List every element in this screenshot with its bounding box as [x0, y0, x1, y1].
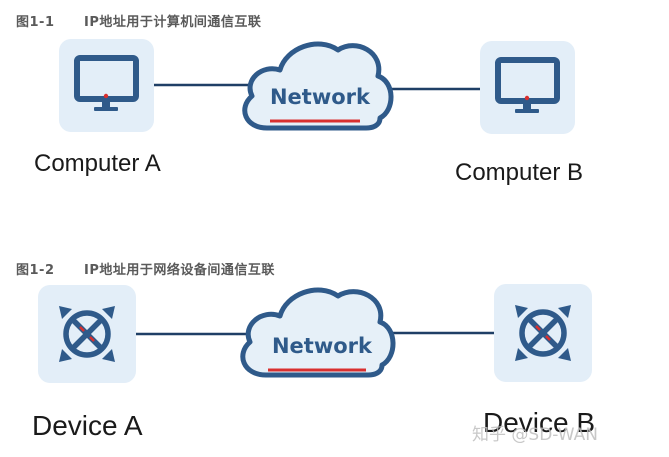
figure-2: Network [38, 284, 592, 383]
network-cloud-1: Network [242, 41, 394, 131]
device-a-node [38, 285, 136, 383]
watermark-text: 知乎 @SD-WAN [472, 425, 598, 445]
figure-1-number: 图1-1 [16, 15, 55, 30]
computer-b-node [480, 41, 575, 134]
figure-1: Network [59, 39, 575, 134]
figure-2-title: IP地址用于网络设备间通信互联 [84, 263, 275, 278]
monitor-icon [495, 57, 560, 113]
figure-1-title: IP地址用于计算机间通信互联 [84, 15, 262, 30]
router-icon [59, 306, 115, 362]
computer-a-label: Computer A [34, 150, 161, 177]
cloud-1-label: Network [270, 85, 371, 109]
computer-a-tile [59, 39, 154, 132]
computer-a-node [59, 39, 154, 132]
device-a-label: Device A [32, 410, 143, 441]
figure-2-caption: 图1-2 IP地址用于网络设备间通信互联 [16, 259, 275, 278]
monitor-icon [74, 55, 139, 111]
router-icon [515, 305, 571, 361]
figure-2-number: 图1-2 [16, 263, 55, 278]
computer-b-label: Computer B [455, 159, 584, 186]
figure-1-caption: 图1-1 IP地址用于计算机间通信互联 [16, 11, 261, 30]
computer-b-tile [480, 41, 575, 134]
device-b-node [494, 284, 592, 382]
cloud-2-label: Network [272, 334, 373, 358]
network-cloud-2: Network [240, 287, 396, 378]
device-b-label: Device B [483, 407, 596, 438]
